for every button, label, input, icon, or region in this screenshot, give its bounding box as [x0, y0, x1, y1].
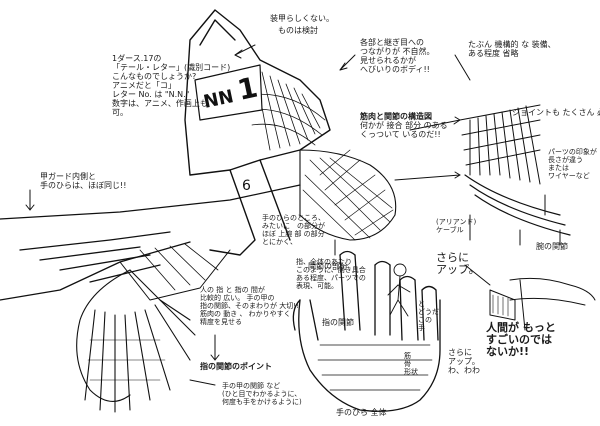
note-line: (アリアンド): [436, 218, 477, 226]
note-center-arrow: 関節の部分: [308, 262, 348, 271]
note-right-side: 腕の関節: [536, 242, 568, 251]
note-line: ワイヤーなど: [548, 172, 590, 180]
note-top-mid-right: 各部と継ぎ目への つながりが 不自然。 見せられるかが へびいりのボディ!!: [360, 38, 435, 74]
annotation-arrows: [25, 44, 561, 386]
note-line: つながりが 不自然。: [360, 47, 435, 56]
note-line: ある程度 省略: [468, 49, 519, 58]
note-line: さらに: [448, 348, 472, 357]
note-line: 表現、可能。: [296, 282, 338, 290]
note-line: 手: [418, 324, 425, 332]
note-line: 指の関節、そのまわりが 大切!!: [200, 302, 299, 310]
note-line: 数字は、アニメ、作画上も: [112, 99, 208, 108]
note-line: ある程度、パーツでの: [296, 274, 366, 282]
note-line: 手の甲の関節 など: [222, 382, 281, 390]
note-line: たぶん 機構的 な 装備、: [468, 40, 556, 49]
hand-sketch-right: [489, 277, 596, 331]
note-top-right: たぶん 機構的 な 装備、 ある程度 省略: [468, 40, 556, 58]
note-line: 筋: [404, 352, 411, 360]
open-hand-drawing: [292, 250, 441, 412]
note-line: 筋肉と関節の構造図: [360, 112, 432, 121]
note-line: へびいりのボディ!!: [360, 65, 430, 74]
note-line: アップ。: [436, 263, 480, 276]
note-lower-right-2: 筋 骨 形状: [404, 352, 418, 376]
note-center-small: 手のひらのところ、 みたいに の部分が ほぼ 上腕 部 の部分 とにかく、: [262, 214, 325, 246]
note-line: と: [418, 300, 425, 308]
note-line: 手のひらは、ほぼ同じ!!: [40, 181, 127, 190]
note-line: 人間が もっと: [486, 321, 556, 334]
note-line: レター No. は "N.N.": [112, 90, 190, 99]
note-line: どうだ: [418, 308, 439, 316]
note-line: 見せられるかが: [360, 56, 416, 65]
note-line: 長さが違う: [548, 156, 583, 164]
note-line: 甲ガード内側と: [40, 172, 96, 181]
note-right-upper: ジョイントも たくさん 必要: [512, 108, 600, 117]
note-line: パーツの印象が: [548, 148, 597, 156]
note-right-cable: (アリアンド) ケーブル: [436, 218, 476, 234]
mechanical-parts-right: [459, 104, 571, 236]
note-top-center-2: ものは検討: [278, 26, 318, 35]
note-bottom-center-2: 手のひら 全体: [336, 408, 387, 417]
note-bottom-center: 手の甲の関節 など (ひと目でわかるように、 何度も手をかけるように): [222, 382, 302, 406]
note-line: ケーブル: [436, 226, 464, 234]
note-line: みたいに の部分が: [262, 222, 325, 230]
note-center-title: 筋肉と関節の構造図 何かが 接合 部分 のある くっついて いるのだ!!: [360, 112, 448, 139]
note-line: ないか!!: [486, 345, 530, 358]
note-line: 何かが 接合 部分 のある: [360, 121, 448, 130]
note-lower-right: 人間が もっと すごいのでは ないか!!: [486, 322, 556, 358]
note-line: この: [418, 316, 432, 324]
note-line: 精度を見せる: [200, 318, 242, 326]
note-line: さらに: [436, 251, 469, 264]
note-line: 各部と継ぎ目への: [360, 38, 424, 47]
note-line: こんなものでしょうか?: [112, 72, 197, 81]
note-line: 比較的 広い。 手の甲の: [200, 294, 275, 302]
skeletal-hand-left: [76, 269, 196, 413]
note-line: (ひと目でわかるように、: [222, 390, 302, 398]
note-left-mid: 甲ガード内側と 手のひらは、ほぼ同じ!!: [40, 172, 126, 190]
note-line: アニメだと「コ」: [112, 81, 176, 90]
note-lower-left: 人の 指 と 指の 間が 比較的 広い。 手の甲の 指の関節、そのまわりが 大切…: [200, 286, 299, 326]
note-line: 骨: [404, 360, 411, 368]
note-line: または: [548, 164, 569, 172]
number-mark: 6: [242, 178, 251, 194]
note-lower-right-4: と どうだ この 手: [418, 300, 439, 332]
note-line: アップ。: [448, 357, 480, 366]
note-line: 可。: [112, 108, 128, 117]
note-line: わ、わわ: [448, 366, 480, 375]
nn-badge: [194, 64, 263, 121]
note-line: 指、全体のあたり: [296, 258, 352, 266]
mechanical-hand-center: [299, 149, 397, 241]
note-sara-ni: さらに アップ。: [436, 252, 480, 276]
note-line: 形状: [404, 368, 418, 376]
note-line: 筋肉の 動き 、 わかりやすく: [200, 310, 291, 318]
forearm-drawing: [0, 184, 301, 301]
note-lower-center-2: 指の関節: [322, 318, 354, 327]
note-line: くっついて いるのだ!!: [360, 130, 441, 139]
note-line: 何度も手をかけるように): [222, 398, 302, 406]
note-line: すごいのでは: [486, 333, 552, 346]
note-line: ほぼ 上腕 部 の部分: [262, 230, 325, 238]
note-line: とにかく、: [262, 238, 297, 246]
note-lower-right-3: さらに アップ。 わ、わわ: [448, 348, 480, 375]
note-lower-left-2: 指の関節のポイント: [200, 362, 272, 371]
note-lower-center: 指、全体のあたり このように、開き具合 ある程度、パーツでの 表現、可能。: [296, 258, 366, 290]
note-line: このように、開き具合: [296, 266, 366, 274]
note-line: 手のひらのところ、: [262, 214, 325, 222]
note-line: 1ダース.17の: [112, 54, 162, 63]
note-line: 人の 指 と 指の 間が: [200, 286, 265, 294]
note-line: 「テール・レター」(識別コード): [112, 63, 231, 72]
note-top-left: 1ダース.17の 「テール・レター」(識別コード) こんなものでしょうか? アニ…: [112, 54, 230, 117]
note-right-mid: パーツの印象が 長さが違う または ワイヤーなど: [548, 148, 597, 180]
small-figure-drawing: [387, 263, 411, 317]
note-top-center: 装甲らしくない。: [270, 14, 334, 23]
